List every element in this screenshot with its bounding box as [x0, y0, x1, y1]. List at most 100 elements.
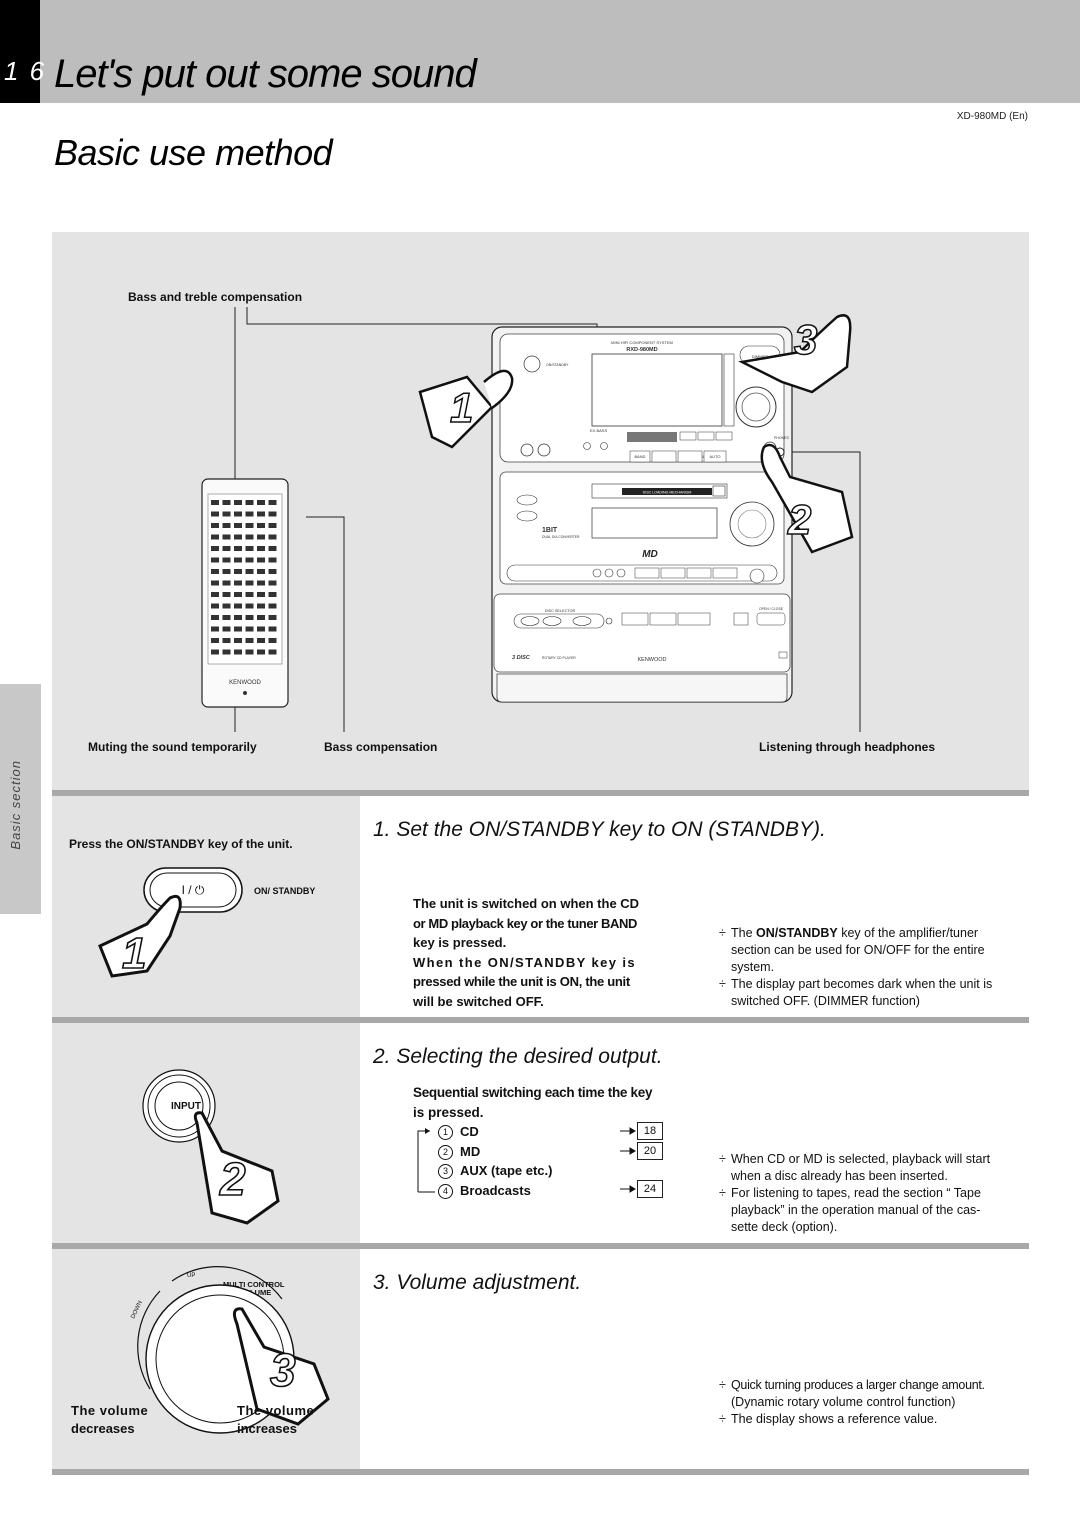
main-unit: MINI HIFI COMPONENT SYSTEM RXD-980MD ON/…: [491, 326, 793, 703]
remote-button: [257, 523, 265, 528]
remote-button: [268, 615, 277, 620]
remote-button: [222, 546, 231, 551]
remote-button: [234, 615, 242, 620]
remote-button: [268, 557, 277, 563]
callout-bass: Bass compensation: [324, 740, 438, 754]
remote-button: [222, 523, 231, 528]
remote-button: [211, 626, 219, 632]
page-ref-cd: 18: [637, 1122, 663, 1140]
step2-illustration: INPUT 2: [142, 1069, 280, 1225]
svg-text:1BIT: 1BIT: [542, 527, 558, 534]
divider-rule: [52, 1017, 1029, 1023]
step1-panel-caption: Press the ON/STANDBY key of the unit.: [69, 837, 293, 851]
remote-button: [268, 534, 277, 540]
remote-button: [211, 511, 219, 517]
remote-button: [234, 569, 242, 574]
remote-button: [222, 511, 231, 517]
callout-bass-treble: Bass and treble compensation: [128, 290, 303, 304]
callout-muting: Muting the sound temporarily: [88, 740, 257, 754]
svg-text:2: 2: [787, 496, 811, 543]
md-logo: MD: [642, 549, 658, 560]
hand-2-icon: 2: [193, 1111, 280, 1225]
remote-button: [257, 649, 265, 655]
remote-button: [257, 557, 265, 563]
step2-intro-line2: is pressed.: [413, 1105, 484, 1120]
callout-headphones: Listening through headphones: [759, 740, 935, 754]
remote-button: [245, 557, 254, 563]
page-number-tab: [0, 0, 40, 103]
remote-button: [211, 546, 219, 551]
remote-button: [211, 580, 219, 586]
remote-button: [268, 626, 277, 632]
step1-heading: 1. Set the ON/STANDBY key to ON (STANDBY…: [373, 818, 826, 841]
step3-illustration: UP MULTI CONTROL / VOLUME DOWN 3: [130, 1266, 330, 1434]
remote-button: [211, 534, 219, 540]
svg-text:PHONES: PHONES: [774, 436, 789, 440]
step2-notes: ÷When CD or MD is selected, playback wil…: [719, 1152, 991, 1234]
remote-button: [245, 592, 254, 597]
model-code: XD-980MD (En): [956, 111, 1028, 122]
standby-key-symbol: I / ⏻: [182, 883, 205, 897]
remote-button: [234, 592, 242, 597]
down-label: DOWN: [130, 1300, 143, 1320]
remote-button: [211, 500, 219, 505]
remote-button: [245, 546, 254, 551]
svg-text:2: 2: [219, 1153, 246, 1205]
svg-text:DIMMER: DIMMER: [752, 354, 768, 359]
remote-button: [257, 638, 265, 643]
remote-control: KENWOOD: [201, 478, 289, 708]
hand-1-icon: 1: [98, 894, 182, 979]
remote-button: [222, 557, 231, 563]
remote-button: [222, 649, 231, 655]
divider-rule: [52, 1469, 1029, 1475]
svg-text:BAND: BAND: [634, 454, 645, 459]
page-number: 1 6: [4, 56, 47, 86]
remote-button: [268, 638, 277, 643]
remote-button: [245, 603, 254, 609]
remote-button: [222, 500, 231, 505]
remote-button: [222, 603, 231, 609]
remote-button: [257, 569, 265, 574]
hand-1-icon: 1: [418, 369, 514, 449]
remote-button: [257, 603, 265, 609]
divider-rule: [52, 1243, 1029, 1249]
remote-button: [268, 592, 277, 597]
step2-panel: INPUT 2: [52, 1023, 360, 1243]
svg-text:DISC LOADING MECHANISM: DISC LOADING MECHANISM: [643, 491, 692, 495]
remote-button: [234, 626, 242, 632]
step3-panel: UP MULTI CONTROL / VOLUME DOWN 3 The vol…: [52, 1249, 360, 1469]
page-title: Let's put out some sound: [54, 52, 477, 96]
divider-rule: [52, 790, 1029, 796]
hand-3-icon: 3: [738, 314, 852, 394]
volume-knob-icon: [741, 392, 771, 422]
remote-button: [245, 523, 254, 528]
step3-heading: 3. Volume adjustment.: [373, 1271, 582, 1294]
remote-button: [211, 557, 219, 563]
remote-button: [211, 615, 219, 620]
remote-button: [222, 638, 231, 643]
unit-header-small: MINI HIFI COMPONENT SYSTEM: [611, 340, 673, 345]
remote-button: [234, 580, 242, 586]
remote-button: [222, 626, 231, 632]
remote-button: [268, 603, 277, 609]
volume-decreases-line2: decreases: [71, 1421, 135, 1436]
remote-button: [257, 615, 265, 620]
remote-button: [222, 534, 231, 540]
remote-button: [222, 615, 231, 620]
remote-button: [257, 626, 265, 632]
svg-text:3: 3: [794, 316, 817, 363]
remote-button: [211, 569, 219, 574]
remote-button: [211, 603, 219, 609]
svg-text:AUTO: AUTO: [709, 454, 720, 459]
remote-button: [234, 511, 242, 517]
svg-text:ON/STANDBY: ON/STANDBY: [546, 363, 569, 367]
remote-button: [222, 569, 231, 574]
remote-button: [257, 592, 265, 597]
remote-button: [268, 500, 277, 505]
remote-button: [211, 638, 219, 643]
svg-text:3: 3: [270, 1344, 296, 1396]
remote-button: [234, 557, 242, 563]
remote-button: [222, 592, 231, 597]
